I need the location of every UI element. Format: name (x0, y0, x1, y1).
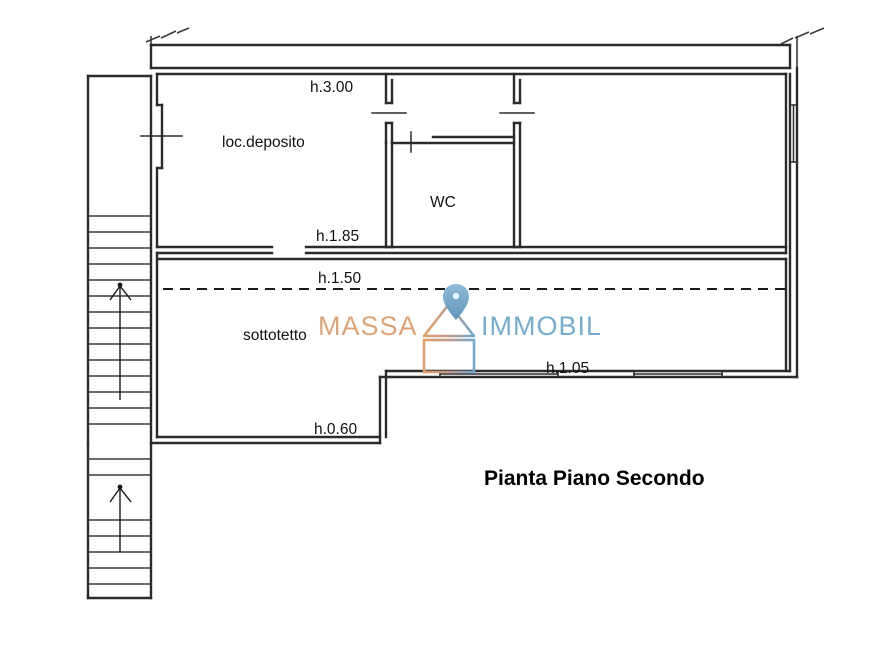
staircase-shaft (86, 74, 153, 600)
break-line-right (780, 27, 825, 70)
break-line-left (145, 27, 190, 68)
roof-outline (149, 43, 792, 70)
sottotetto-band (155, 257, 788, 373)
height-label-h-3-00: h.3.00 (310, 79, 353, 96)
height-label-h-1-50: h.1.50 (318, 270, 361, 287)
room-label-sottotetto: sottotetto (243, 327, 307, 344)
page-title: Pianta Piano Secondo (484, 467, 705, 490)
height-label-h-1-85: h.1.85 (316, 228, 359, 245)
partition-wc-right (499, 72, 535, 249)
room-label-loc-deposito: loc.deposito (222, 134, 305, 151)
window-left-wall (140, 103, 183, 170)
room-label-wc: WC (430, 194, 456, 211)
height-label-h-0-60: h.0.60 (314, 421, 357, 438)
height-label-h-1-05: h.1.05 (546, 360, 589, 377)
window-right-wall (789, 104, 798, 163)
window-bottom-right (633, 370, 723, 378)
upper-band-bottom-wall (304, 72, 788, 255)
partition-wc-left (371, 72, 407, 249)
outer-walls (149, 66, 799, 445)
stair-upper-direction-arrow (109, 282, 132, 400)
stair-lower-direction-arrow (109, 484, 132, 552)
partition-wc-top (390, 131, 516, 153)
